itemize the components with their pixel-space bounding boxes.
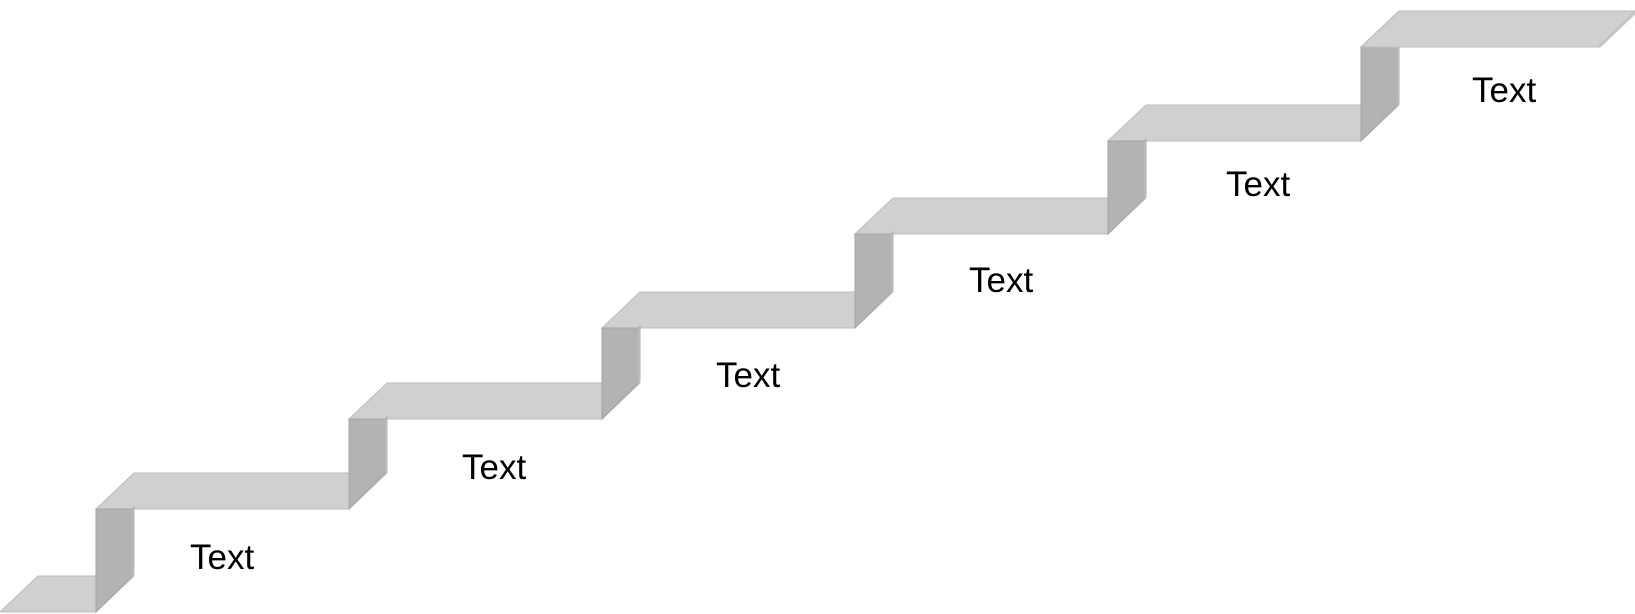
stair-riser-side: [384, 415, 388, 475]
stair-riser: [95, 508, 133, 614]
stair-tread: [600, 291, 895, 329]
stair-riser: [1107, 140, 1145, 236]
stair-riser-side: [1396, 43, 1400, 107]
stair-riser-side: [890, 230, 894, 294]
step-label-4: Text: [969, 261, 1033, 300]
step-label-2: Text: [462, 448, 526, 487]
stair-riser: [854, 233, 892, 330]
stair-riser-side: [131, 505, 135, 578]
stair-tread: [347, 382, 642, 420]
staircase-shapes: [0, 10, 1635, 614]
stair-riser: [601, 327, 639, 421]
step-label-3: Text: [716, 356, 780, 395]
stair-riser: [348, 418, 386, 511]
stair-riser-side: [1143, 137, 1147, 200]
step-label-6: Text: [1472, 71, 1536, 110]
step-label-5: Text: [1226, 165, 1290, 204]
step-label-1: Text: [190, 538, 254, 577]
stair-tread: [1106, 104, 1401, 142]
stair-riser-side: [637, 324, 641, 385]
stair-tread: [853, 197, 1148, 235]
top-tread: [1359, 10, 1635, 48]
stair-riser: [1360, 46, 1398, 143]
stair-tread: [94, 472, 389, 510]
